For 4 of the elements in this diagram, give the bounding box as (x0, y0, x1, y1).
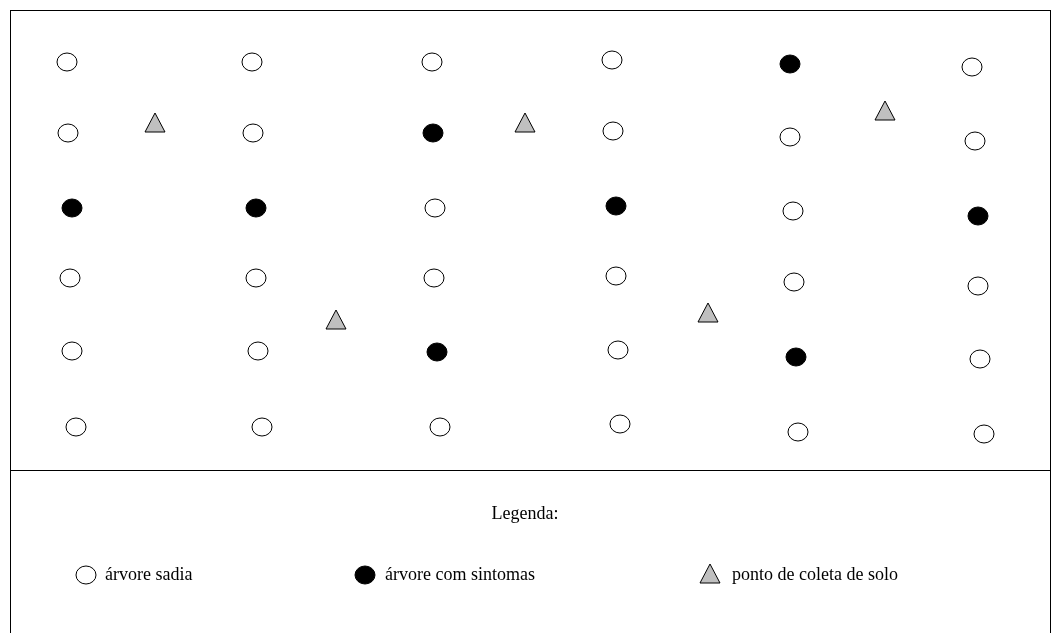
legend-label: árvore com sintomas (385, 563, 535, 585)
legend-label: ponto de coleta de solo (732, 563, 898, 585)
legend-label: árvore sadia (105, 563, 193, 585)
legend-heading: Legenda: (491, 502, 559, 524)
